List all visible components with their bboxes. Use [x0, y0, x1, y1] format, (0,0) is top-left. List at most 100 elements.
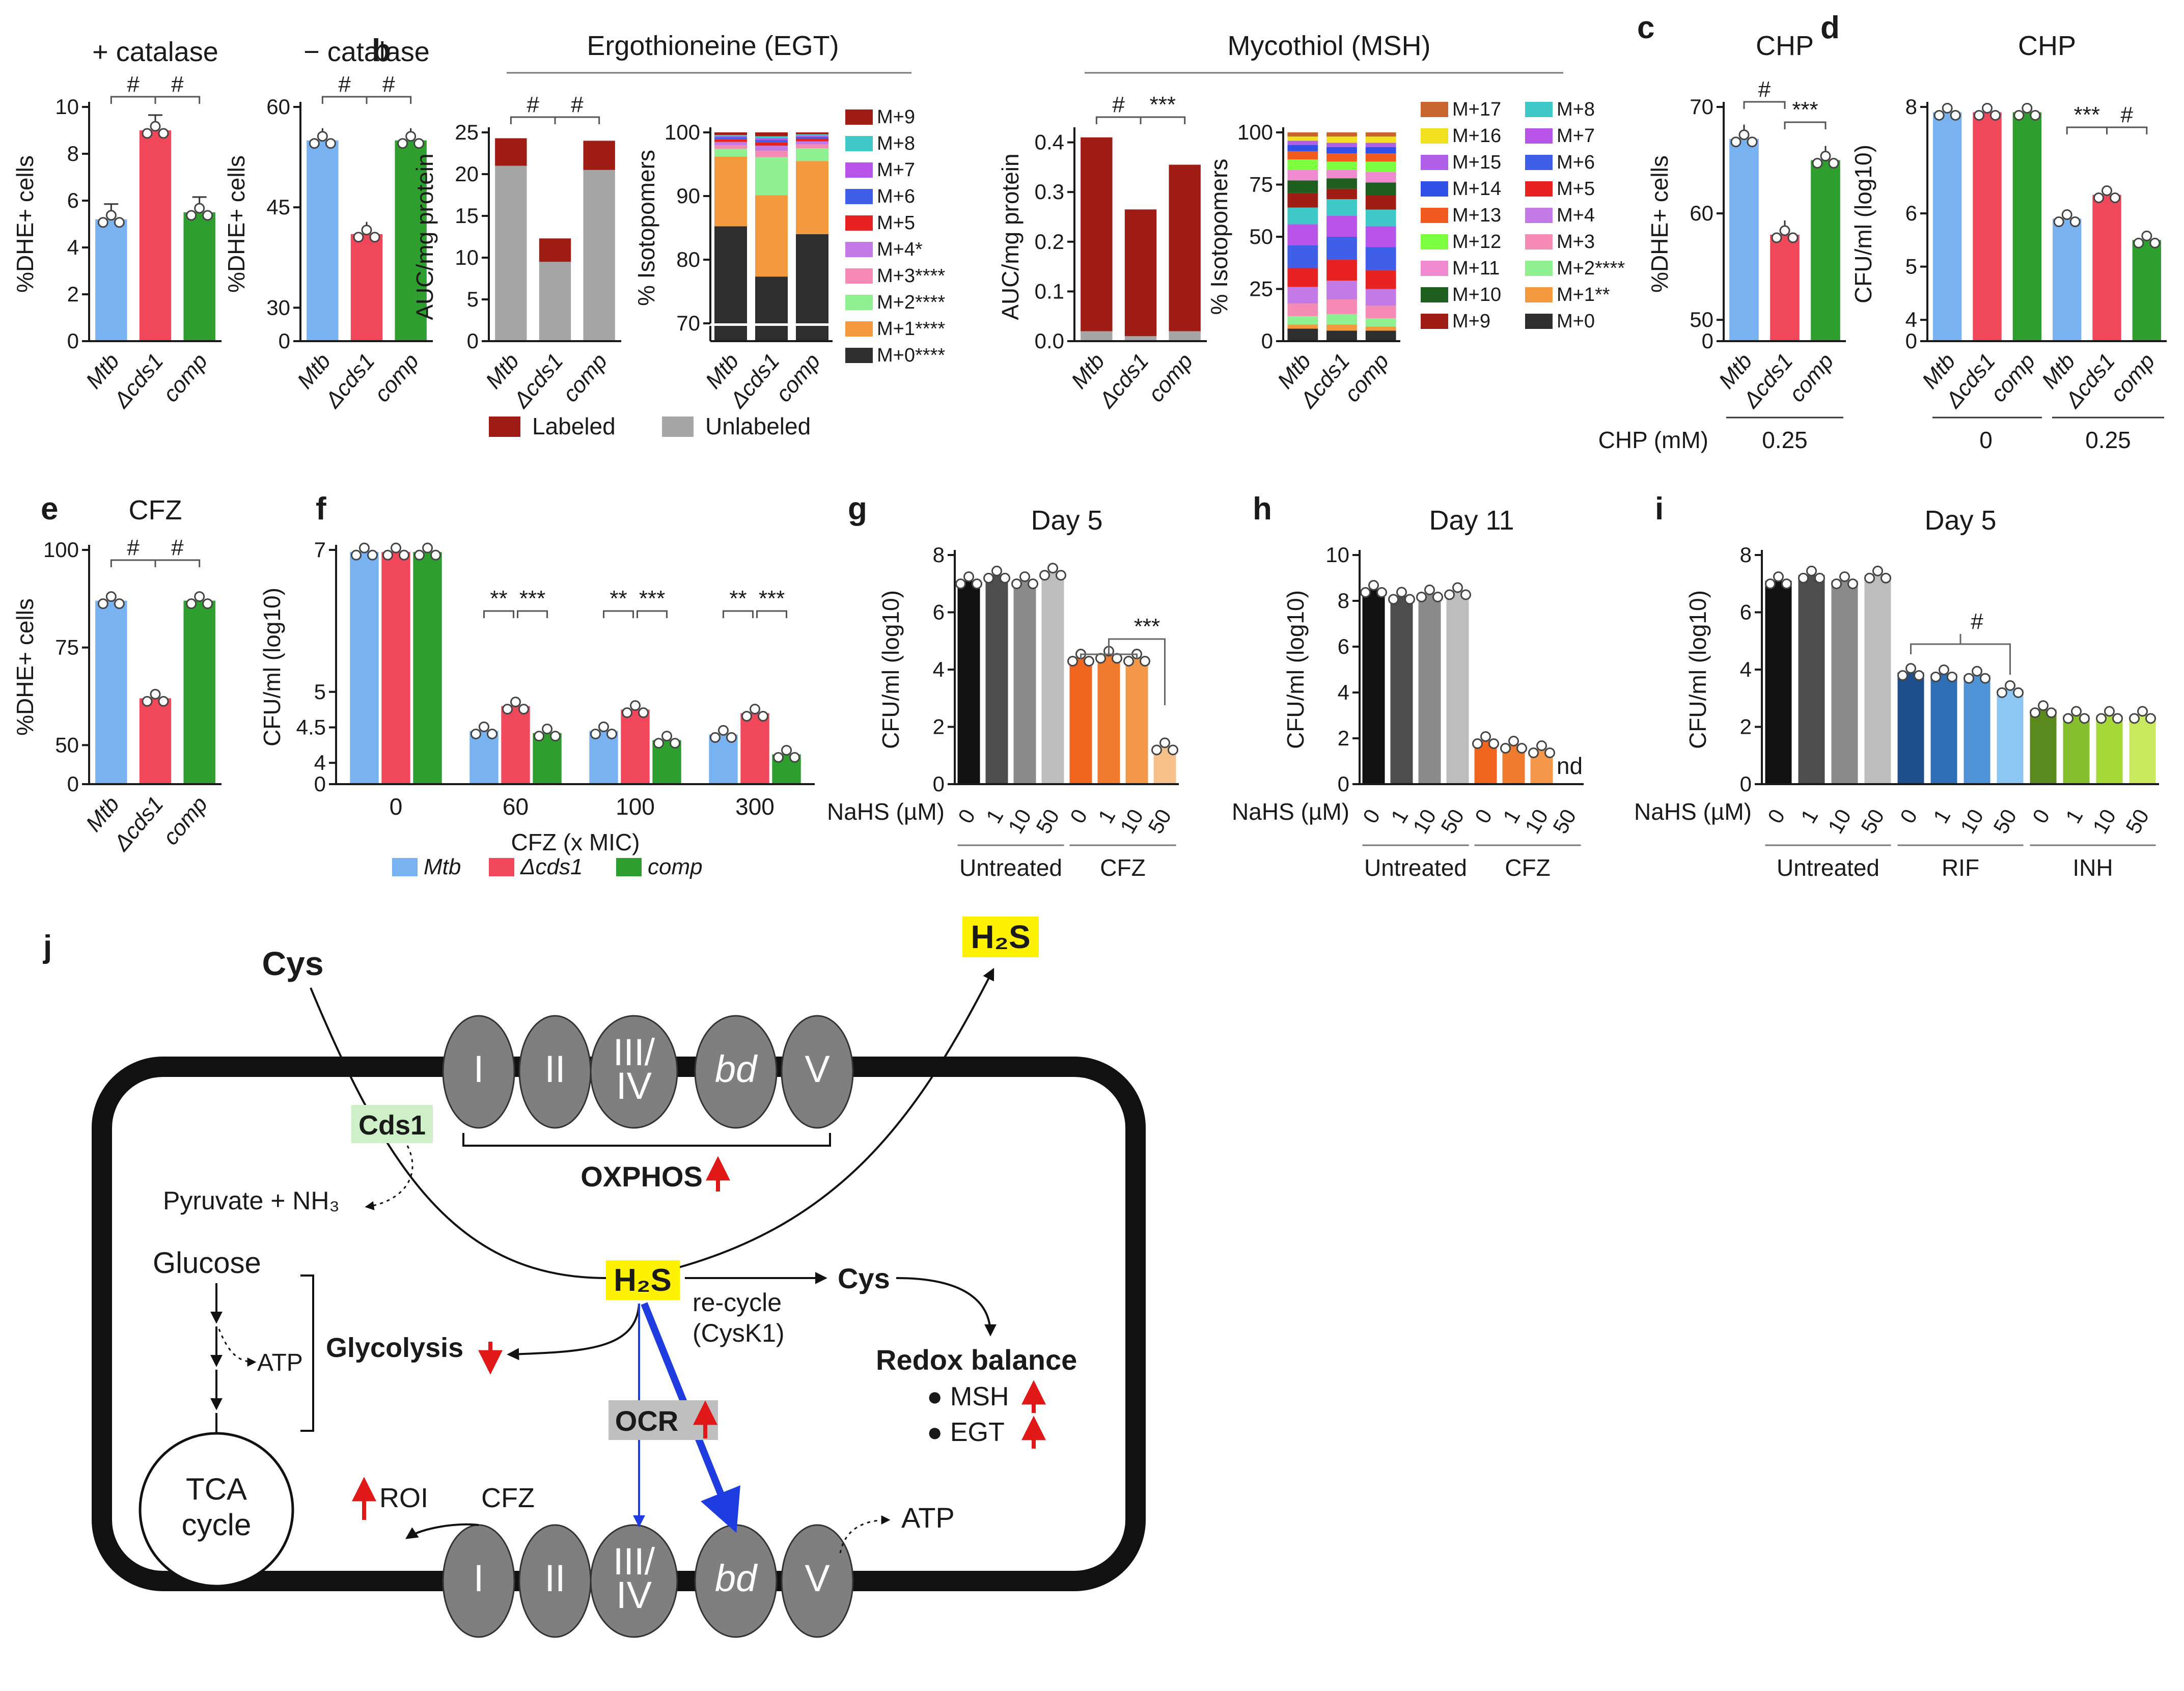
- y-tick-label: 10: [1325, 543, 1349, 567]
- replicate-point: [1159, 737, 1170, 749]
- isotopomer-segment: [1365, 330, 1396, 341]
- significance-bracket: [517, 610, 548, 618]
- recycle-label: (CysK1): [693, 1319, 785, 1347]
- isotopomer-segment: [796, 234, 828, 323]
- y-tick-label: 8: [1905, 95, 1917, 119]
- replicate-point: [1500, 743, 1511, 754]
- h2s-top-box: [962, 917, 1039, 957]
- significance-label: ***: [519, 586, 545, 611]
- x-tick-label: 300: [735, 793, 775, 820]
- significance-label: #: [571, 92, 584, 117]
- y-tick-label: 2: [67, 282, 79, 306]
- legend-swatch: [489, 417, 520, 437]
- complex-label: I: [474, 1048, 484, 1090]
- isotopomer-segment: [1287, 287, 1318, 304]
- isotopomer-segment: [1287, 141, 1318, 145]
- legend-label: M+3****: [877, 265, 945, 287]
- chart-title: Day 5: [1031, 505, 1102, 536]
- atp-right-arrow: [839, 1515, 891, 1554]
- replicate-point: [1388, 594, 1399, 605]
- legend-label: M+4: [1557, 205, 1595, 226]
- replicate-point: [1368, 580, 1379, 591]
- replicate-point: [983, 572, 994, 584]
- replicate-point: [1930, 671, 1941, 682]
- replicate-point: [1847, 578, 1858, 590]
- y-tick-label: 50: [1690, 308, 1713, 331]
- y-tick-label: 2: [1740, 715, 1752, 739]
- cys-redox-arrow: [896, 1277, 997, 1337]
- bar: [2052, 218, 2082, 341]
- y-axis-label: % Isotopomers: [633, 150, 659, 306]
- y-tick-label: 5: [467, 287, 479, 311]
- isotopomer-segment: [1287, 180, 1318, 193]
- replicate-point: [1765, 578, 1776, 590]
- replicate-point: [502, 704, 513, 715]
- replicate-point: [670, 738, 681, 749]
- y-tick-label: 4: [1905, 308, 1917, 331]
- isotopomer-segment: [714, 137, 747, 140]
- isotopomer-segment: [714, 136, 747, 137]
- isotopomer-segment: [1365, 132, 1396, 137]
- replicate-point: [405, 131, 417, 142]
- isotopomer-segment: [714, 132, 747, 135]
- legend-label: M+16: [1452, 125, 1501, 147]
- y-tick-label: 0: [1702, 329, 1713, 353]
- x-tick-label: 0: [2028, 805, 2054, 827]
- replicate-point: [1980, 673, 1991, 684]
- y-tick-label: 7: [314, 538, 326, 562]
- isotopomer-segment: [1326, 299, 1357, 314]
- panel-label: b: [372, 33, 391, 68]
- isotopomer-segment: [796, 144, 828, 149]
- replicate-point: [105, 591, 117, 602]
- tca-cycle: [139, 1432, 294, 1588]
- x-tick-label: 50: [1031, 805, 1064, 838]
- replicate-point: [150, 121, 161, 132]
- x-tick-label: comp: [2106, 349, 2160, 407]
- complex-label: V: [805, 1557, 830, 1599]
- legend-swatch: [1421, 181, 1448, 197]
- isotopomer-segment-stub: [755, 326, 788, 341]
- y-tick-label: 8: [933, 543, 945, 567]
- isotopomer-segment: [796, 132, 828, 134]
- replicate-point: [550, 731, 561, 742]
- legend-swatch: [845, 162, 873, 178]
- x-tick-label: 50: [1988, 805, 2021, 838]
- isotopomer-segment: [755, 146, 788, 151]
- complex-label: V: [805, 1048, 830, 1090]
- stacked-bar-segment: [1169, 164, 1201, 331]
- replicate-point: [1897, 670, 1908, 681]
- bar: [2132, 240, 2162, 341]
- chart-title: + catalase: [92, 37, 218, 67]
- replicate-point: [422, 542, 433, 553]
- x-tick-label: comp: [158, 792, 213, 850]
- replicate-point: [1779, 225, 1790, 236]
- legend-swatch: [1525, 128, 1553, 144]
- replicate-point: [430, 549, 441, 561]
- legend-swatch: [1421, 261, 1448, 276]
- bar: [1964, 675, 1991, 784]
- significance-label: #: [382, 72, 395, 97]
- legend-label: Δcds1: [520, 854, 583, 879]
- y-tick-label: 8: [1338, 589, 1349, 613]
- stacked-bar-segment: [1169, 331, 1201, 341]
- glycolysis-label: Glycolysis: [326, 1333, 463, 1363]
- replicate-point: [2063, 713, 2074, 724]
- replicate-point: [955, 578, 966, 590]
- x-tick-label: comp: [771, 349, 825, 407]
- group-label: 0.25: [2085, 427, 2131, 453]
- replicate-point: [2022, 102, 2033, 114]
- chart-title: CHP: [2018, 31, 2076, 61]
- cys-right-label: Cys: [838, 1262, 890, 1294]
- replicate-point: [97, 598, 108, 609]
- x-tick-label: 0: [953, 805, 980, 827]
- y-tick-label: 4: [1338, 680, 1349, 704]
- isotopomer-segment: [1365, 195, 1396, 210]
- replicate-point: [1747, 136, 1758, 148]
- legend-label: M+12: [1452, 231, 1501, 253]
- replicate-point: [1997, 687, 2007, 698]
- y-tick-label: 0: [1261, 329, 1273, 353]
